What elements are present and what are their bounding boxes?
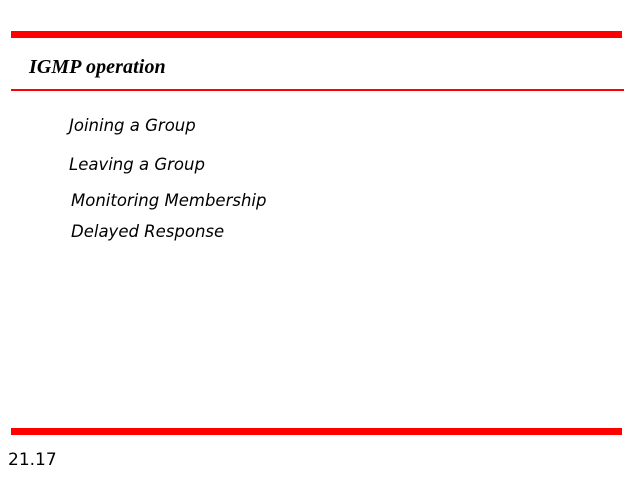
title-divider-rule — [11, 89, 624, 91]
top-accent-rule — [11, 31, 622, 38]
list-item: Delayed Response — [71, 222, 225, 241]
list-item: Leaving a Group — [69, 155, 205, 174]
page-title: IGMP operation — [29, 56, 166, 78]
list-item: Monitoring Membership — [71, 191, 267, 210]
page-number: 21.17 — [8, 450, 57, 470]
bottom-accent-rule — [11, 428, 622, 435]
empty-content-area — [11, 250, 624, 420]
list-item: Joining a Group — [69, 116, 196, 135]
